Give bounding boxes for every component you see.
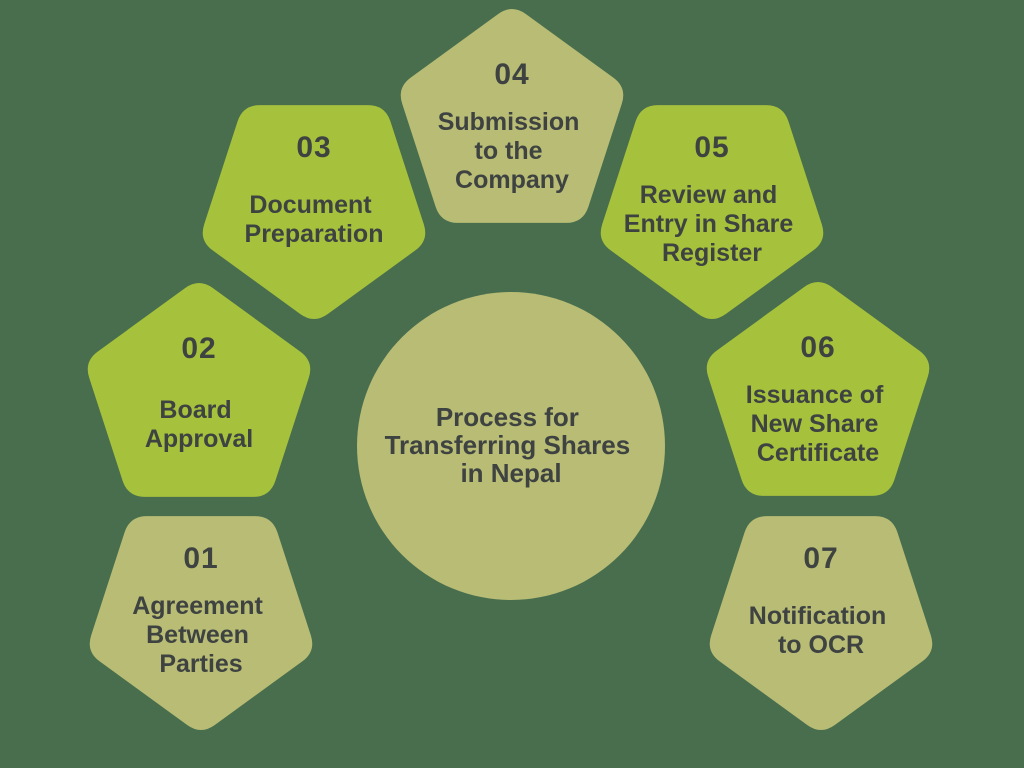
diagram-title-line: Transferring Shares bbox=[385, 430, 631, 460]
step-label-line: Submission bbox=[438, 108, 580, 136]
step-04: 04 Submission to the Company bbox=[400, 9, 624, 223]
step-label-line: Board bbox=[159, 396, 231, 424]
step-06-number: 06 bbox=[800, 331, 835, 364]
step-05-number: 05 bbox=[694, 131, 729, 164]
step-05: 05 Review and Entry in Share Register bbox=[600, 105, 824, 319]
step-03: 03 Document Preparation bbox=[202, 105, 426, 319]
step-04-pentagon bbox=[400, 9, 624, 223]
step-02-label: Board Approval bbox=[145, 396, 253, 453]
step-label-line: New Share bbox=[751, 410, 879, 438]
step-06-label: Issuance of New Share Certificate bbox=[746, 381, 891, 467]
step-label-line: to the bbox=[475, 137, 543, 165]
step-label-line: Approval bbox=[145, 425, 253, 453]
step-06: 06 Issuance of New Share Certificate bbox=[706, 282, 930, 496]
step-01-pentagon bbox=[89, 516, 313, 730]
step-02-pentagon bbox=[87, 283, 311, 497]
diagram-title-line: in Nepal bbox=[460, 458, 561, 488]
step-03-number: 03 bbox=[296, 131, 331, 164]
step-label-line: Agreement bbox=[132, 592, 263, 620]
step-05-label: Review and Entry in Share Register bbox=[624, 181, 800, 267]
step-03-label: Document Preparation bbox=[245, 191, 384, 248]
step-label-line: Register bbox=[662, 239, 762, 267]
step-01: 01 Agreement Between Parties bbox=[89, 516, 313, 730]
step-04-label: Submission to the Company bbox=[438, 108, 587, 194]
step-07-label: Notification to OCR bbox=[749, 602, 893, 659]
step-06-pentagon bbox=[706, 282, 930, 496]
step-label-line: to OCR bbox=[778, 631, 864, 659]
step-07: 07 Notification to OCR bbox=[709, 516, 933, 730]
step-label-line: Entry in Share bbox=[624, 210, 794, 238]
step-label-line: Between bbox=[146, 621, 249, 649]
diagram-title-line: Process for bbox=[436, 402, 579, 432]
step-01-number: 01 bbox=[183, 542, 218, 575]
step-07-number: 07 bbox=[803, 542, 838, 575]
step-01-label: Agreement Between Parties bbox=[132, 592, 270, 678]
step-label-line: Issuance of bbox=[746, 381, 884, 409]
step-02: 02 Board Approval bbox=[87, 283, 311, 497]
step-04-number: 04 bbox=[494, 58, 529, 91]
step-07-pentagon bbox=[709, 516, 933, 730]
center-circle-shape bbox=[357, 292, 665, 600]
step-label-line: Preparation bbox=[245, 220, 384, 248]
step-label-line: Certificate bbox=[757, 439, 879, 467]
step-label-line: Review and bbox=[640, 181, 778, 209]
diagram-title: Process for Transferring Shares in Nepal bbox=[385, 402, 638, 488]
step-label-line: Company bbox=[455, 166, 569, 194]
center-circle: Process for Transferring Shares in Nepal bbox=[357, 292, 665, 600]
step-03-pentagon bbox=[202, 105, 426, 319]
step-02-number: 02 bbox=[181, 332, 216, 365]
step-label-line: Parties bbox=[159, 650, 242, 678]
step-label-line: Notification bbox=[749, 602, 887, 630]
step-label-line: Document bbox=[249, 191, 372, 219]
step-05-pentagon bbox=[600, 105, 824, 319]
